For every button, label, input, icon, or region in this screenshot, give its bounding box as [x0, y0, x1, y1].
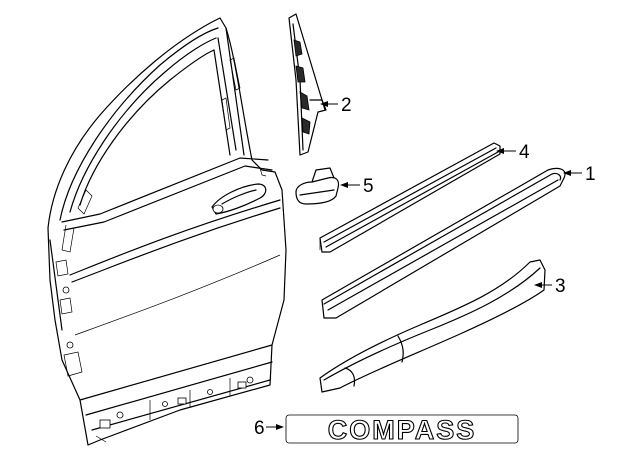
callout-1-label: 1: [585, 164, 596, 185]
mirror-patch-trim: [295, 167, 340, 205]
body-side-molding: [321, 167, 566, 319]
nameplate-wordmark: COMPASS: [328, 415, 477, 445]
callout-2-label: 2: [341, 95, 352, 116]
compass-nameplate: COMPASS: [285, 414, 519, 446]
front-door-shell: [47, 17, 287, 446]
callout-4: 4: [496, 142, 530, 163]
callout-4-label: 4: [519, 142, 530, 163]
lower-molding: [319, 259, 546, 393]
callout-5: 5: [340, 176, 374, 197]
belt-weatherstrip: [319, 142, 501, 253]
callout-3-label: 3: [555, 276, 566, 297]
callout-6-label: 6: [254, 418, 265, 439]
callout-5-label: 5: [363, 176, 374, 197]
callout-6: 6: [254, 418, 284, 439]
callout-2: 2: [320, 95, 352, 116]
b-pillar-applique: [288, 13, 327, 156]
door-handle: [211, 183, 267, 215]
callout-3: 3: [534, 276, 566, 297]
callout-1: 1: [563, 164, 596, 185]
